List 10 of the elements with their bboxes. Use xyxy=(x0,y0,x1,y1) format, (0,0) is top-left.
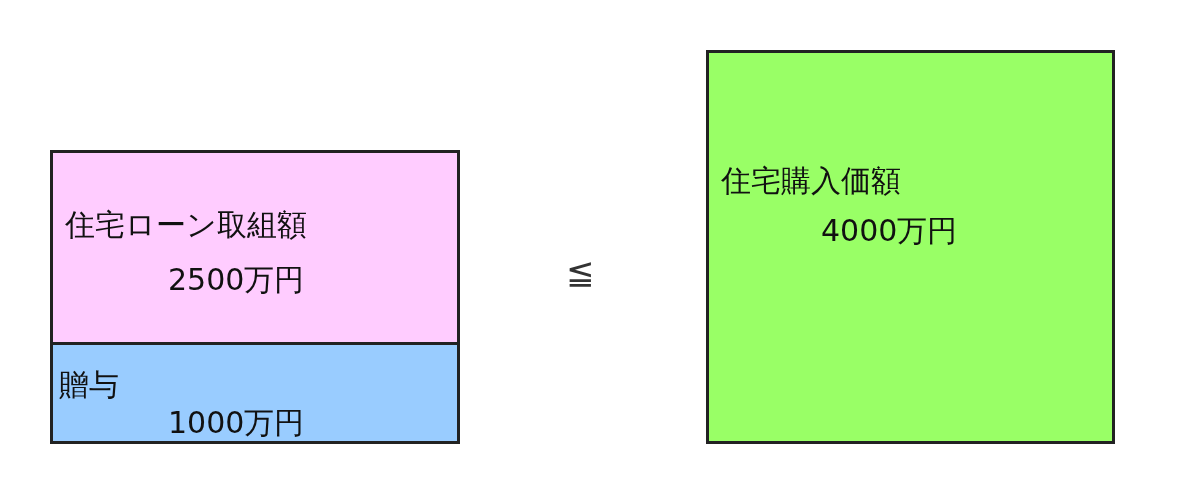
heading-text: 贈与 xyxy=(59,366,119,404)
heading-text: 住宅購入価額 xyxy=(721,162,901,200)
amount-text: 4000万円 xyxy=(821,212,958,250)
comparison-sign: ≦ xyxy=(566,252,595,292)
label-box xyxy=(50,342,460,444)
label-box xyxy=(50,150,460,345)
amount-text: 1000万円 xyxy=(168,404,305,442)
heading-text: 住宅ローン取組額 xyxy=(65,206,307,244)
amount-text: 2500万円 xyxy=(168,261,305,299)
label-box xyxy=(706,50,1115,444)
